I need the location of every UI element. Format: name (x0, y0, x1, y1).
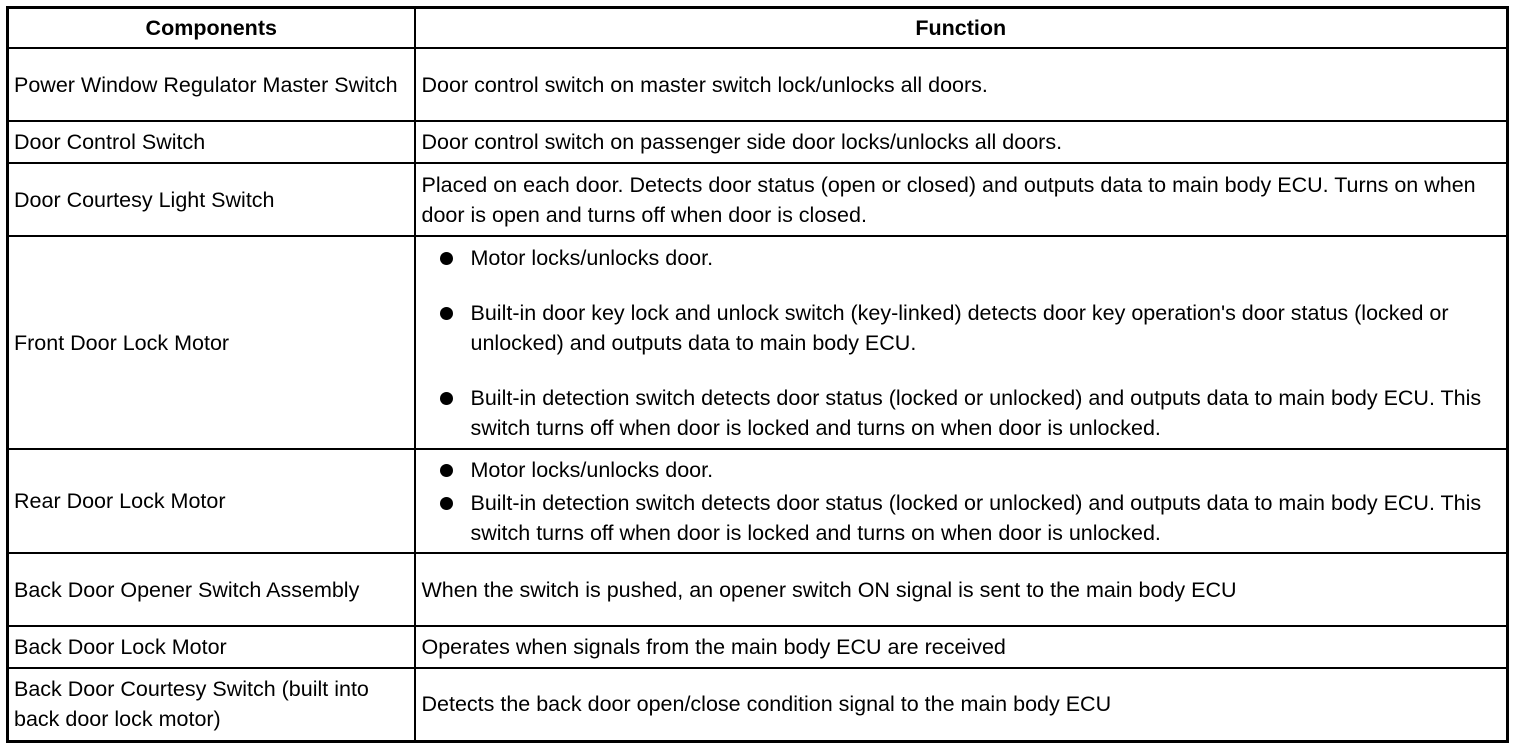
bullet-text: Motor locks/unlocks door. (470, 457, 714, 482)
table-row: Back Door Opener Switch Assembly When th… (6, 552, 1509, 627)
table-row: Door Courtesy Light Switch Placed on eac… (6, 162, 1509, 237)
component-cell: Front Door Lock Motor (6, 235, 416, 450)
function-cell: Motor locks/unlocks door. Built-in door … (413, 235, 1509, 450)
table-row: Back Door Courtesy Switch (built into ba… (6, 667, 1509, 742)
bullet-text: Built-in detection switch detects door s… (470, 385, 1482, 440)
component-cell: Back Door Opener Switch Assembly (6, 552, 416, 627)
list-item: Motor locks/unlocks door. (422, 455, 1503, 485)
function-cell: Door control switch on passenger side do… (413, 120, 1509, 164)
component-cell: Back Door Courtesy Switch (built into ba… (6, 667, 416, 742)
function-cell: When the switch is pushed, an opener swi… (413, 552, 1509, 627)
table-row: Front Door Lock Motor Motor locks/unlock… (6, 235, 1509, 450)
function-cell: Detects the back door open/close conditi… (413, 667, 1509, 742)
header-row: Components Function (6, 6, 1509, 49)
function-cell: Door control switch on master switch loc… (413, 47, 1509, 122)
table-row: Rear Door Lock Motor Motor locks/unlocks… (6, 448, 1509, 554)
table-row: Power Window Regulator Master Switch Doo… (6, 47, 1509, 122)
bullet-icon (439, 391, 453, 405)
bullet-list: Motor locks/unlocks door. Built-in door … (422, 243, 1503, 443)
bullet-icon (439, 306, 453, 320)
header-function: Function (413, 6, 1509, 49)
header-components: Components (6, 6, 416, 49)
bullet-icon (439, 496, 453, 510)
components-function-table: Components Function Power Window Regulat… (6, 6, 1509, 743)
component-cell: Door Control Switch (6, 120, 416, 164)
list-item: Built-in detection switch detects door s… (422, 488, 1503, 548)
bullet-text: Built-in detection switch detects door s… (470, 490, 1482, 545)
table-row: Back Door Lock Motor Operates when signa… (6, 625, 1509, 669)
list-item: Motor locks/unlocks door. (422, 243, 1503, 273)
component-cell: Door Courtesy Light Switch (6, 162, 416, 237)
bullet-text: Motor locks/unlocks door. (470, 245, 714, 270)
component-cell: Power Window Regulator Master Switch (6, 47, 416, 122)
bullet-text: Built-in door key lock and unlock switch… (470, 300, 1449, 355)
component-cell: Back Door Lock Motor (6, 625, 416, 669)
list-item: Built-in detection switch detects door s… (422, 383, 1503, 443)
bullet-list: Motor locks/unlocks door. Built-in detec… (422, 455, 1503, 548)
table-row: Door Control Switch Door control switch … (6, 120, 1509, 164)
function-cell: Operates when signals from the main body… (413, 625, 1509, 669)
list-item: Built-in door key lock and unlock switch… (422, 298, 1503, 358)
function-cell: Placed on each door. Detects door status… (413, 162, 1509, 237)
bullet-icon (439, 463, 453, 477)
bullet-icon (439, 251, 453, 265)
component-cell: Rear Door Lock Motor (6, 448, 416, 554)
function-cell: Motor locks/unlocks door. Built-in detec… (413, 448, 1509, 554)
